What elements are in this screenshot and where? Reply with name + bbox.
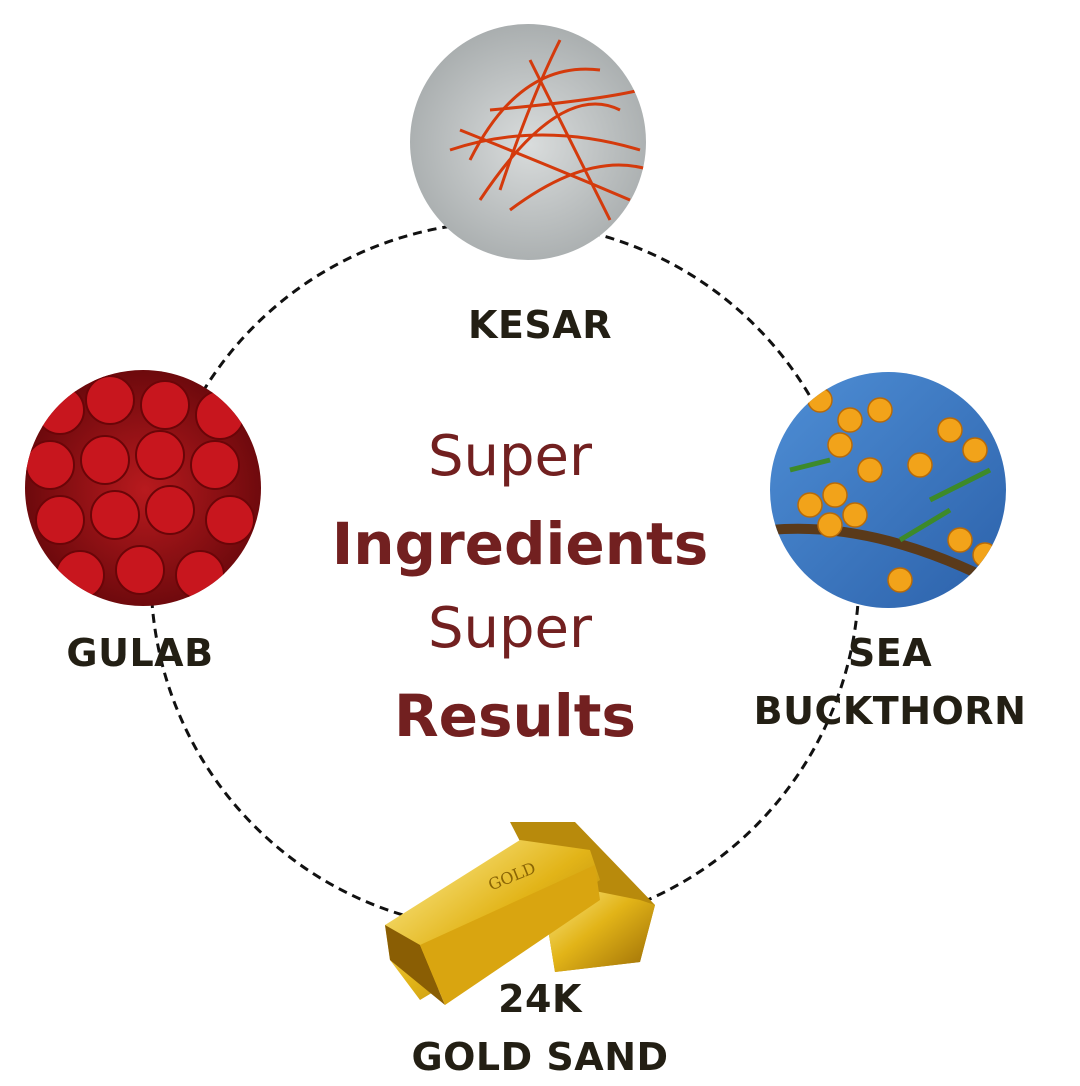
label-gold-line2: GOLD SAND (411, 1035, 669, 1079)
label-sea-line1: SEA (847, 631, 933, 675)
headline-ingredients: Ingredients (331, 510, 709, 578)
label-gold-line1: 24K (498, 977, 582, 1021)
gold-bars-image: GOLD (385, 822, 655, 1005)
headline-results: Results (394, 682, 636, 750)
label-gulab: GULAB (66, 631, 214, 675)
headline-super-1: Super (427, 424, 593, 489)
label-sea-buckthorn: SEA BUCKTHORN (740, 624, 1040, 740)
headline-super-2: Super (427, 596, 593, 661)
gulab-image (25, 370, 261, 606)
sea-buckthorn-image (770, 372, 1006, 608)
label-kesar: KESAR (468, 303, 612, 347)
label-sea-line2: BUCKTHORN (753, 689, 1027, 733)
label-gold-sand: 24K GOLD SAND (390, 970, 690, 1086)
kesar-image (410, 24, 646, 260)
